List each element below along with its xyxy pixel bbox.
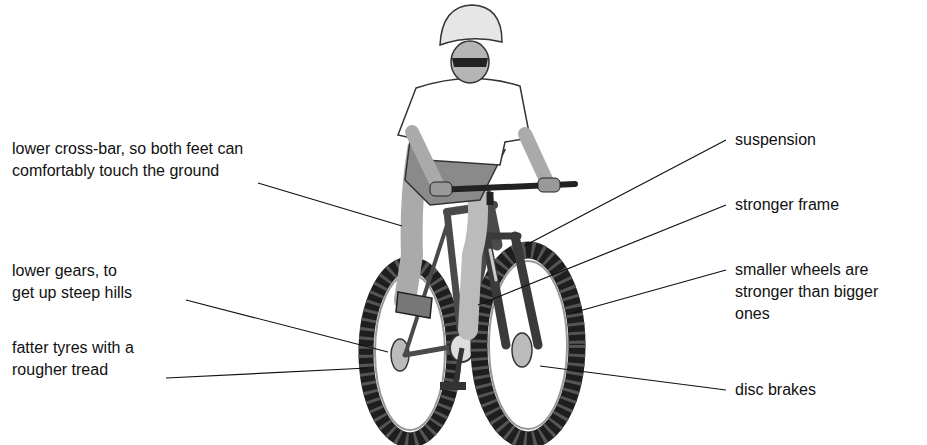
callout-label: disc brakes [735,379,920,401]
fork-highlight [490,250,496,280]
hand [538,178,560,192]
leader-line [572,270,726,313]
pedal [440,382,466,390]
leader-line [166,368,368,378]
callout-label: suspension [735,129,920,151]
crank [440,334,474,390]
crank-arm [455,348,462,385]
callout-label: fatter tyres with a rougher tread [12,337,137,381]
leader-line [258,183,402,226]
rider-shoe [396,292,432,318]
fork-leg [486,236,506,345]
handlebar [430,178,575,205]
helmet [440,5,502,45]
callout-label: stronger frame [735,194,920,216]
leader-line [478,205,726,305]
fork-crown [484,233,518,240]
suspension-fork [484,236,538,345]
hand [430,182,452,196]
rider [396,5,548,330]
leader-lines [166,140,726,390]
stem [487,192,494,205]
callout-label: lower gears, to get up steep hills [12,260,142,304]
sunglasses [452,58,488,67]
callout-label: lower cross-bar, so both feet can comfor… [12,138,252,182]
rider-face [451,41,489,83]
leader-line [524,140,726,246]
leader-line [540,366,726,390]
rider-arm [412,132,438,186]
rider-arm [525,134,548,184]
leader-line [186,300,388,352]
front-disc [512,333,532,367]
callout-label: smaller wheels are stronger than bigger … [735,259,895,325]
fork-leg [515,236,538,345]
